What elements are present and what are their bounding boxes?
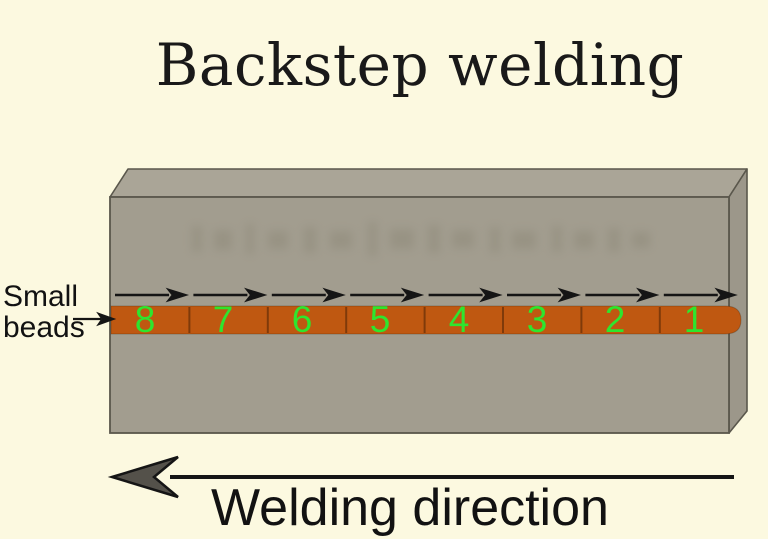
pass-arrow-icon [507, 287, 582, 303]
plate-right-face [728, 168, 748, 434]
plate-top-face [109, 168, 748, 198]
bead-number: 4 [449, 299, 470, 340]
bead-number: 8 [135, 299, 156, 340]
pass-arrow-icon [350, 287, 425, 303]
bead-dividers [188, 307, 661, 333]
pass-arrow-icon [193, 287, 268, 303]
pass-arrow-icon [585, 287, 660, 303]
bead-number: 3 [527, 299, 548, 340]
bead-number: 6 [292, 299, 313, 340]
pass-arrow-icon [271, 287, 346, 303]
bead-numbers: 8 7 6 5 4 3 2 1 [135, 299, 705, 340]
welding-direction-label: Welding direction [211, 479, 609, 537]
plate-watermark-texture [192, 222, 650, 256]
bead-number: 2 [605, 299, 626, 340]
pass-arrow-icon [428, 287, 503, 303]
bead-number: 7 [213, 299, 234, 340]
bead-number: 1 [684, 299, 705, 340]
weld-bead [110, 305, 742, 335]
bead-number: 5 [370, 299, 391, 340]
pass-arrows [115, 287, 738, 303]
pass-arrow-icon [115, 287, 190, 303]
small-beads-label-line1: Small [3, 280, 79, 313]
page-title: Backstep welding [155, 31, 685, 99]
small-beads-label: Small beads [3, 281, 85, 343]
small-beads-label-line2: beads [3, 311, 85, 344]
pass-arrow-icon [663, 287, 738, 303]
welding-direction-arrow-icon [107, 455, 734, 499]
small-beads-pointer-icon [73, 311, 117, 327]
